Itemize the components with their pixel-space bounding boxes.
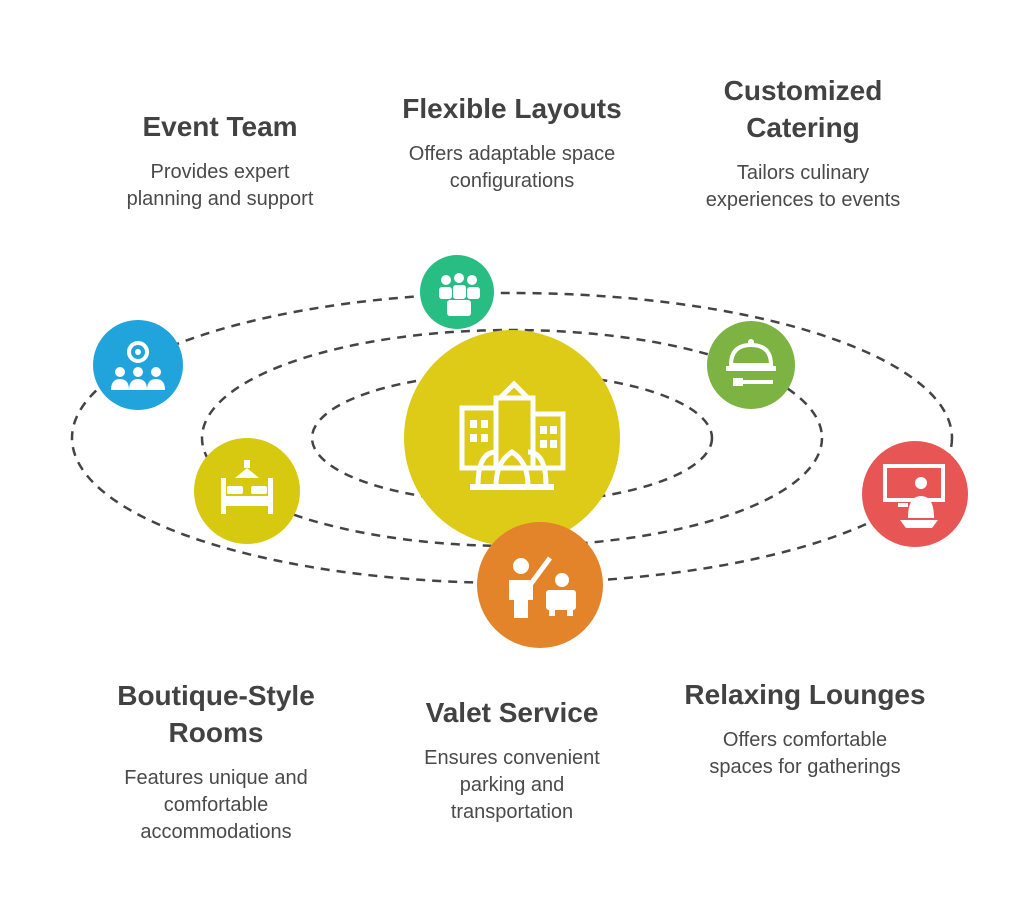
- flexible-layouts-node: [420, 255, 494, 329]
- customized-catering-title: Customized Catering: [723, 75, 883, 143]
- event-team-title: Event Team: [142, 111, 298, 142]
- flexible-layouts-title: Flexible Layouts: [402, 93, 622, 124]
- boutique-rooms-title: Boutique-Style Rooms: [117, 680, 315, 748]
- valet-service-desc: Ensures convenient parking and transport…: [424, 747, 600, 823]
- event-team-desc: Provides expert planning and support: [126, 161, 314, 210]
- relaxing-lounges-title: Relaxing Lounges: [684, 679, 926, 710]
- event-team-node: [93, 320, 183, 410]
- boutique-rooms-node: [194, 438, 300, 544]
- catering-node: [707, 321, 795, 409]
- boutique-rooms-label: Boutique-Style Rooms Features unique and…: [96, 677, 336, 846]
- valet-service-node: [477, 522, 603, 648]
- relaxing-lounges-label: Relaxing Lounges Offers comfortable spac…: [672, 676, 938, 781]
- flexible-layouts-label: Flexible Layouts Offers adaptable space …: [380, 90, 644, 195]
- hotel-buildings-icon: [459, 380, 566, 490]
- bed-icon: [221, 460, 273, 514]
- outer-orbit: [70, 291, 954, 585]
- customized-catering-label: Customized Catering Tailors culinary exp…: [672, 72, 934, 214]
- valet-service-title: Valet Service: [425, 697, 599, 728]
- valet-car-icon: [509, 556, 576, 618]
- customized-catering-desc: Tailors culinary experiences to events: [705, 162, 901, 211]
- relaxing-lounges-node: [862, 441, 968, 547]
- valet-service-label: Valet Service Ensures convenient parking…: [390, 694, 634, 826]
- relaxing-lounges-desc: Offers comfortable spaces for gatherings: [709, 729, 901, 778]
- boutique-rooms-desc: Features unique and comfortable accommod…: [124, 767, 308, 843]
- flexible-layouts-icon: [439, 273, 480, 316]
- flexible-layouts-desc: Offers adaptable space configurations: [408, 143, 616, 192]
- hotel-center-node: [404, 330, 620, 546]
- catering-cloche-icon: [726, 339, 776, 386]
- lounge-screen-icon: [883, 464, 945, 528]
- inner-orbit: [310, 371, 714, 505]
- event-team-label: Event Team Provides expert planning and …: [95, 108, 345, 213]
- event-team-icon: [111, 341, 165, 390]
